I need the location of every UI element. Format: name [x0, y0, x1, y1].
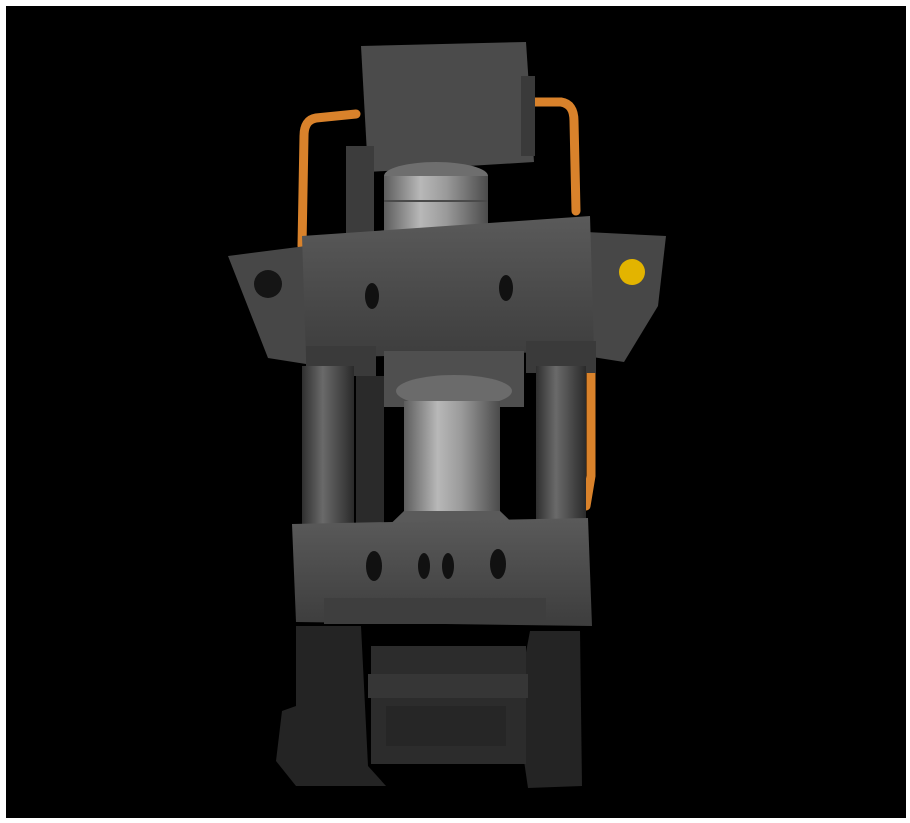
- top-cylinder-block: [346, 42, 535, 242]
- lower-die-and-legs: [276, 626, 582, 788]
- lower-crosshead: [292, 518, 592, 626]
- hydraulic-hose: [297, 97, 596, 511]
- hydraulic-press-image: [228, 42, 666, 788]
- main-ram: [378, 351, 526, 536]
- image-frame: [6, 6, 906, 818]
- press-columns: [302, 366, 586, 546]
